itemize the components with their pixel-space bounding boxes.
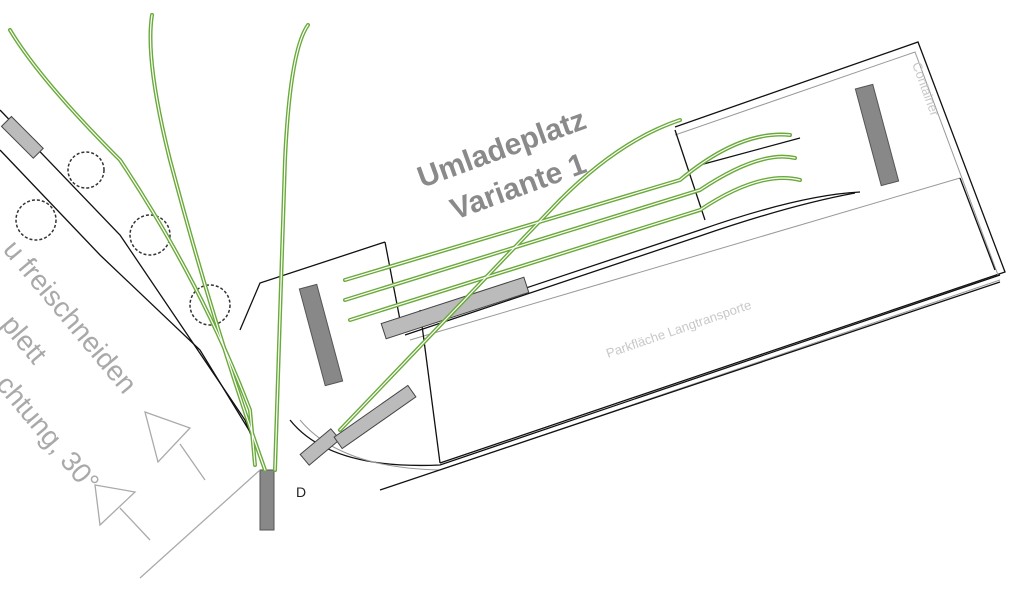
tree-icon bbox=[15, 151, 231, 326]
dimension-line bbox=[239, 129, 1001, 491]
marker-label: D bbox=[296, 484, 306, 500]
parking-label: Parkfläche Langtransporte bbox=[604, 297, 753, 361]
swept-path-routes bbox=[8, 13, 802, 472]
parking-divider bbox=[409, 177, 961, 341]
road-curve bbox=[289, 274, 1001, 467]
container-area-outline bbox=[674, 51, 999, 276]
direction-arrow-icon bbox=[94, 410, 261, 579]
crane-icon bbox=[259, 83, 900, 531]
note-line-2: plett bbox=[0, 309, 53, 370]
access-road bbox=[399, 191, 861, 331]
access-road bbox=[404, 192, 856, 336]
note-line-3: chtung, 30° bbox=[0, 369, 105, 498]
container-label: Container bbox=[909, 60, 943, 119]
road-curve bbox=[299, 279, 1001, 471]
container-area-outline bbox=[439, 41, 1006, 464]
road-edge bbox=[0, 149, 256, 441]
